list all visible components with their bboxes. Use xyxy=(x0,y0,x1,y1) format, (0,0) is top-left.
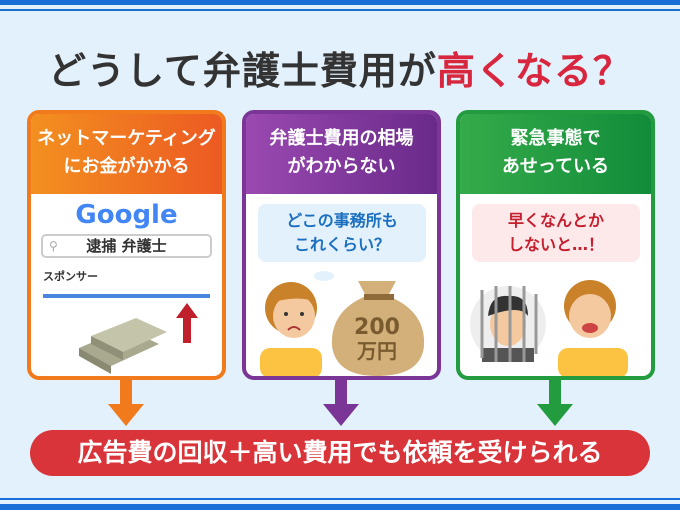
panel-emergency: 緊急事態で あせっている 早くなんとか しないと…！ xyxy=(456,110,655,380)
search-box: ⚲ 逮捕 弁護士 xyxy=(41,234,212,258)
top-stripe xyxy=(0,0,680,5)
panel-heading: ネットマーケティング にお金がかかる xyxy=(31,114,222,194)
title-main: どうして弁護士費用が xyxy=(48,49,437,93)
arrow-down-green xyxy=(537,380,573,426)
sponsor-bar xyxy=(43,294,210,298)
google-logo: Google xyxy=(75,200,178,230)
worried-person-icon: 200 万円 xyxy=(260,271,425,376)
top-stripe-thin xyxy=(0,9,680,11)
money-stack-icon xyxy=(79,298,198,374)
bottom-stripe xyxy=(0,504,680,510)
arrow-down-purple xyxy=(323,380,359,426)
panel-price-unknown: 弁護士費用の相場 がわからない どこの事務所も これくらい？ 200 万円 xyxy=(242,110,441,380)
page-title: どうして弁護士費用が高くなる？ xyxy=(0,40,680,95)
search-icon: ⚲ xyxy=(49,239,58,253)
arrow-down-orange xyxy=(108,380,144,426)
bag-amount: 200 xyxy=(354,315,400,340)
panicked-person-and-jailed-man-icon xyxy=(470,280,628,376)
search-query: 逮捕 弁護士 xyxy=(86,237,167,255)
bag-unit: 万円 xyxy=(356,339,397,363)
panel-heading: 弁護士費用の相場 がわからない xyxy=(246,114,437,194)
title-highlight: 高くなる？ xyxy=(436,49,632,93)
conclusion-banner: 広告費の回収＋高い費用でも依頼を受けられる xyxy=(30,430,650,476)
speech-bubble: 早くなんとか しないと…！ xyxy=(472,204,640,262)
bottom-stripe-thin xyxy=(0,498,680,500)
panel-heading: 緊急事態で あせっている xyxy=(460,114,651,194)
thought-bubble: どこの事務所も これくらい？ xyxy=(258,204,426,262)
sponsor-label: スポンサー xyxy=(43,270,98,283)
panel-marketing: ネットマーケティング にお金がかかる Google ⚲ 逮捕 弁護士 スポンサー xyxy=(27,110,226,380)
